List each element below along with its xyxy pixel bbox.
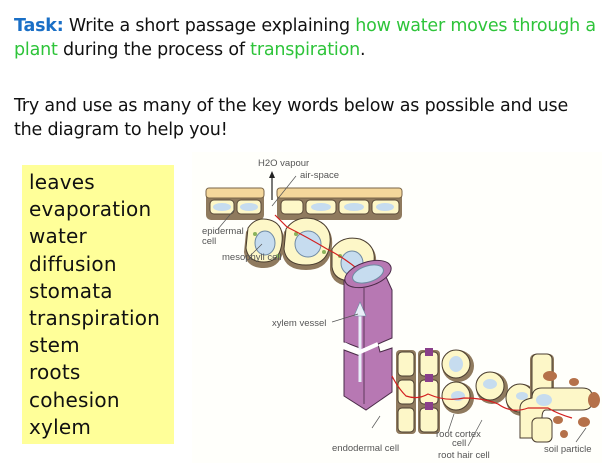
label-soil-particle: soil particle [544, 444, 592, 455]
task-statement: Task: Write a short passage explaining h… [14, 14, 599, 62]
label-h2o-vapour: H2O vapour [258, 158, 309, 169]
keyword: xylem [29, 414, 92, 439]
keyword: stem [29, 333, 80, 358]
label-mesophyll-cell: mesophyll cell [222, 252, 282, 263]
root-cells [396, 348, 593, 443]
xylem-vessel [343, 259, 393, 411]
keyword: roots [29, 360, 81, 385]
keyword: transpiration [29, 306, 161, 331]
keyword: diffusion [29, 251, 117, 276]
task-label: Task: [14, 16, 64, 36]
plant-water-transport-illustration: H2O vapour air-space epidermal cell meso… [202, 158, 600, 461]
task-text-2: during the process of [57, 40, 251, 60]
diagram-labels [217, 175, 587, 447]
instructions: Try and use as many of the key words bel… [14, 96, 569, 140]
soil-particles [543, 371, 600, 438]
vapour-arrow-icon [269, 171, 275, 200]
root-water-path [391, 375, 573, 419]
keyword: leaves [29, 170, 95, 194]
keyword: stomata [29, 278, 113, 303]
keyword: water [29, 224, 87, 249]
task-text-3: . [359, 40, 366, 60]
keyword: evaporation [29, 197, 152, 222]
keyword: cohesion [29, 387, 120, 412]
keyword-list: leaves evaporation water diffusion stoma… [22, 165, 174, 441]
label-root-hair-cell: root hair cell [438, 450, 490, 461]
keyword-box: leaves evaporation water diffusion stoma… [22, 165, 174, 444]
task-highlight-water-movement: how water moves through a plant [14, 16, 596, 60]
label-root-cortex-cell-2: cell [452, 438, 466, 449]
label-epidermal-cell-2: cell [202, 236, 216, 247]
leaf-epidermis [205, 187, 403, 220]
label-root-cortex-cell: root cortex [436, 429, 481, 440]
label-xylem-vessel: xylem vessel [272, 318, 326, 329]
label-air-space: air-space [300, 170, 339, 181]
label-epidermal-cell: epidermal [202, 226, 244, 237]
transpiration-diagram: H2O vapour air-space epidermal cell meso… [192, 152, 602, 463]
task-text-1: Write a short passage explaining [63, 16, 356, 36]
task-highlight-transpiration: transpiration [250, 40, 360, 60]
label-endodermal-cell: endodermal cell [332, 443, 399, 454]
